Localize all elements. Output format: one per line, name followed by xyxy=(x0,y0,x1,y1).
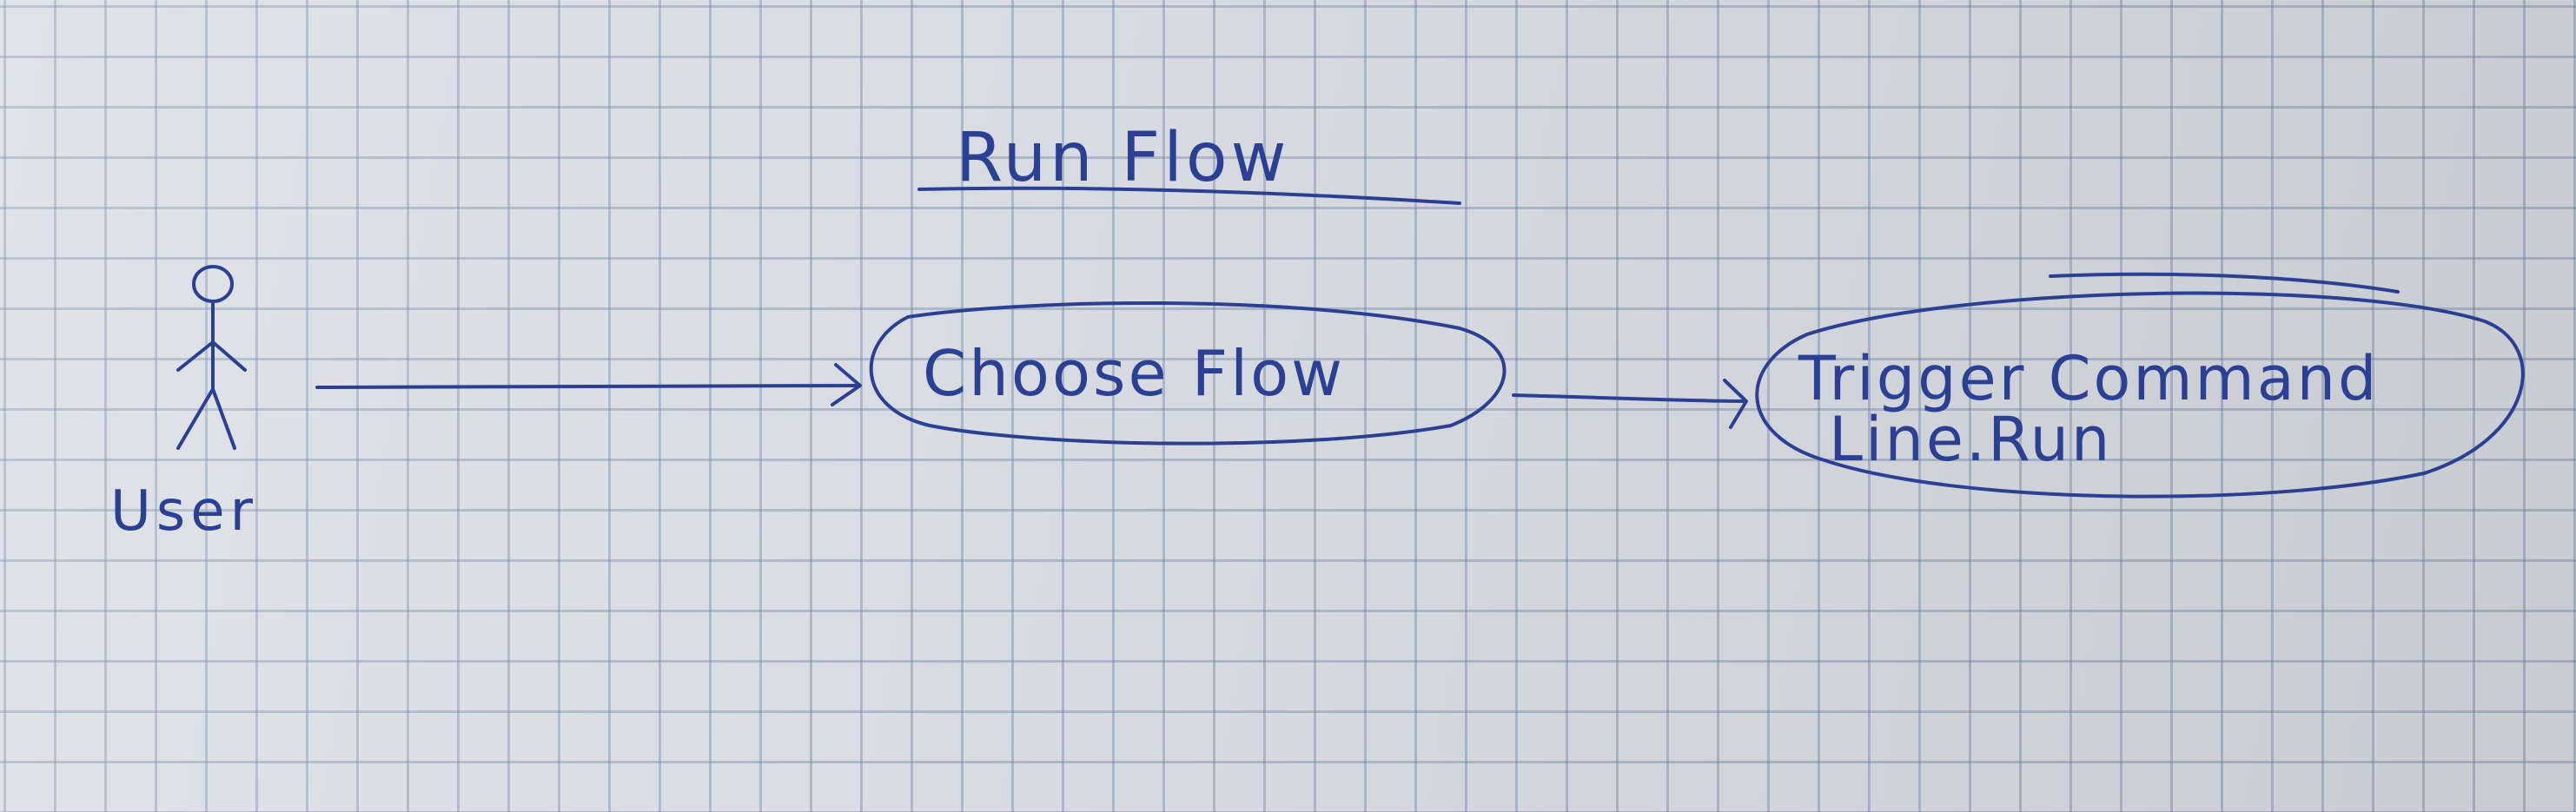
arrow-line xyxy=(315,384,858,389)
use-case-label-line-1: Trigger Command xyxy=(1798,343,2379,414)
use-case-ellipse xyxy=(869,300,1507,446)
diagram-title-group: Run Flow xyxy=(917,119,1461,205)
actor-legs xyxy=(176,387,236,450)
arrow-head xyxy=(831,363,862,406)
ellipse-overstroke xyxy=(2049,272,2400,294)
actor-label: User xyxy=(110,479,258,544)
arrow-choose-flow-to-trigger xyxy=(1512,379,1748,429)
arrow-head xyxy=(1723,379,1748,429)
use-case-trigger-command-line-run: Trigger Command Line.Run xyxy=(1755,272,2525,498)
actor-head xyxy=(192,265,234,303)
use-case-choose-flow: Choose Flow xyxy=(869,300,1507,446)
actor-user: User xyxy=(110,265,258,544)
arrow-user-to-choose-flow xyxy=(315,363,862,406)
arrow-line xyxy=(1512,393,1746,403)
diagram-title: Run Flow xyxy=(956,119,1289,197)
title-underline xyxy=(917,186,1461,205)
use-case-label-line-2: Line.Run xyxy=(1829,404,2112,475)
use-case-ellipse xyxy=(1755,291,2525,498)
use-case-label: Choose Flow xyxy=(923,337,1345,410)
actor-arms xyxy=(176,340,247,372)
